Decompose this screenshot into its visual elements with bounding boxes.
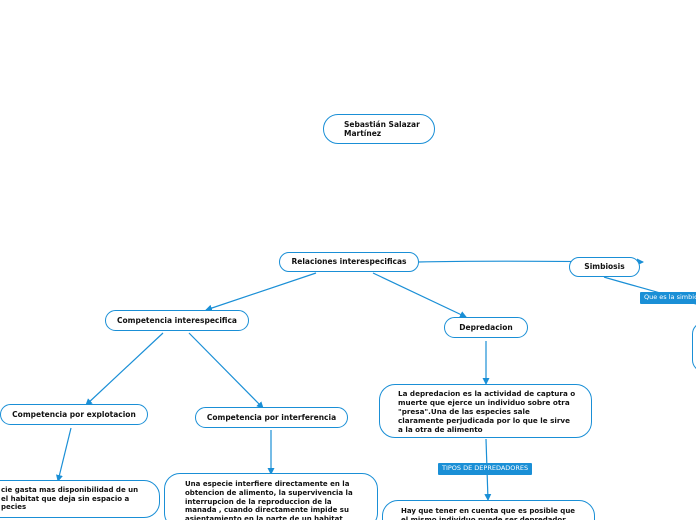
interferencia-definition-node[interactable]: Una especie interfiere directamente en l… (164, 473, 378, 520)
simbiosis-question-tag[interactable]: Que es la simbio (640, 292, 696, 304)
interferencia-definition-text: Una especie interfiere directamente en l… (185, 480, 353, 520)
competencia-label: Competencia interespecifica (117, 315, 237, 325)
depredacion-label: Depredacion (459, 322, 513, 332)
simbiosis-question-label: Que es la simbio (644, 293, 696, 301)
depredadores-definition-text: Hay que tener en cuenta que es posible q… (401, 507, 576, 520)
explotacion-definition-text: cie gasta mas disponibilidad de un el ha… (1, 485, 139, 512)
depredacion-definition-text: La depredacion es la actividad de captur… (398, 388, 576, 434)
interferencia-node[interactable]: Competencia por interferencia (195, 407, 348, 428)
depredacion-definition-node[interactable]: La depredacion es la actividad de captur… (379, 384, 592, 438)
simbiosis-label: Simbiosis (584, 262, 625, 272)
root-topic-label: Relaciones interespecificas (291, 257, 407, 267)
author-name: Sebastián Salazar Martínez (344, 119, 420, 138)
tipos-depredadores-tag[interactable]: TIPOS DE DEPREDADORES (438, 463, 533, 475)
edge-root-depredacion (372, 272, 467, 318)
depredadores-definition-node[interactable]: Hay que tener en cuenta que es posible q… (382, 500, 595, 520)
author-node[interactable]: Sebastián Salazar Martínez (323, 114, 435, 144)
competencia-node[interactable]: Competencia interespecifica (105, 310, 249, 331)
interferencia-label: Competencia por interferencia (206, 412, 337, 422)
explotacion-node[interactable]: Competencia por explotacion (0, 404, 148, 425)
edge-competencia-explotacion (85, 332, 164, 406)
edge-explotacion-def (56, 427, 72, 482)
depredacion-node[interactable]: Depredacion (444, 317, 528, 338)
simbiosis-child-node-partial[interactable] (692, 322, 696, 372)
root-topic-node[interactable]: Relaciones interespecificas (279, 252, 419, 272)
explotacion-definition-node[interactable]: cie gasta mas disponibilidad de un el ha… (0, 480, 160, 518)
explotacion-label: Competencia por explotacion (12, 409, 136, 419)
tipos-depredadores-label: TIPOS DE DEPREDADORES (442, 464, 529, 472)
edge-root-competencia (205, 272, 317, 312)
simbiosis-node[interactable]: Simbiosis (569, 257, 640, 277)
edge-competencia-interferencia (188, 332, 264, 409)
